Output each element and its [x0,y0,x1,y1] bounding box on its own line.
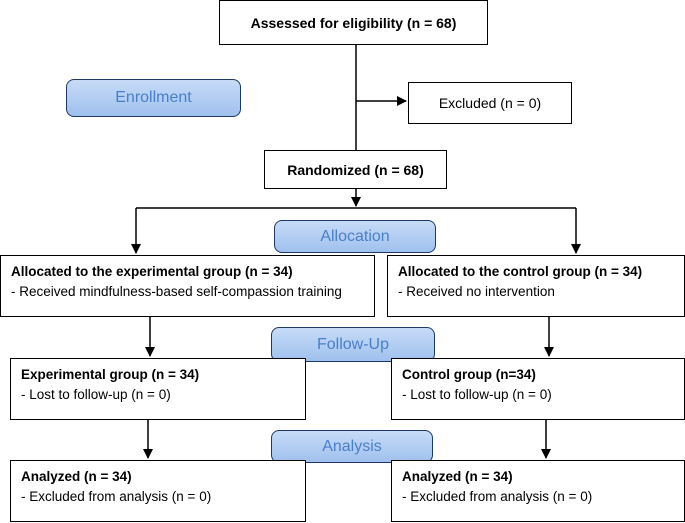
stage-enrollment-label: Enrollment [115,89,192,106]
control-follow-up-detail: - Lost to follow-up (n = 0) [402,387,552,402]
control-allocation-detail: - Received no intervention [398,284,555,299]
stage-allocation-label: Allocation [320,227,390,245]
stage-follow-up: Follow-Up [271,327,435,362]
stage-follow-up-label: Follow-Up [316,335,389,353]
control-analysis-detail: - Excluded from analysis (n = 0) [402,489,593,504]
experimental-analysis-detail: - Excluded from analysis (n = 0) [21,489,212,504]
control-follow-up-title: Control group (n=34) [402,367,536,382]
excluded-label: Excluded (n = 0) [438,95,542,111]
experimental-follow-up-box: Experimental group (n = 34) - Lost to fo… [10,358,306,420]
experimental-follow-up-title: Experimental group (n = 34) [21,367,200,382]
experimental-analysis-box: Analyzed (n = 34) - Excluded from analys… [10,460,306,522]
experimental-allocation-box: Allocated to the experimental group (n =… [0,255,375,317]
stage-analysis: Analysis [271,430,433,463]
excluded-box: Excluded (n = 0) [408,82,572,124]
stage-analysis-label: Analysis [322,437,382,455]
control-allocation-box: Allocated to the control group (n = 34) … [387,255,685,317]
assessed-label: Assessed for eligibility (n = 68) [250,14,457,31]
randomized-box: Randomized (n = 68) [264,150,447,189]
control-follow-up-box: Control group (n=34) - Lost to follow-up… [391,358,685,420]
experimental-analysis-title: Analyzed (n = 34) [21,469,132,484]
control-analysis-title: Analyzed (n = 34) [402,469,513,484]
randomized-label: Randomized (n = 68) [287,161,424,178]
assessed-box: Assessed for eligibility (n = 68) [219,0,488,45]
experimental-allocation-title: Allocated to the experimental group (n =… [11,264,293,279]
control-analysis-box: Analyzed (n = 34) - Excluded from analys… [391,460,685,522]
stage-allocation: Allocation [274,220,436,253]
experimental-allocation-detail: - Received mindfulness-based self-compas… [11,284,342,299]
experimental-follow-up-detail: - Lost to follow-up (n = 0) [21,387,171,402]
control-allocation-title: Allocated to the control group (n = 34) [398,264,643,279]
stage-enrollment: Enrollment [66,79,241,117]
